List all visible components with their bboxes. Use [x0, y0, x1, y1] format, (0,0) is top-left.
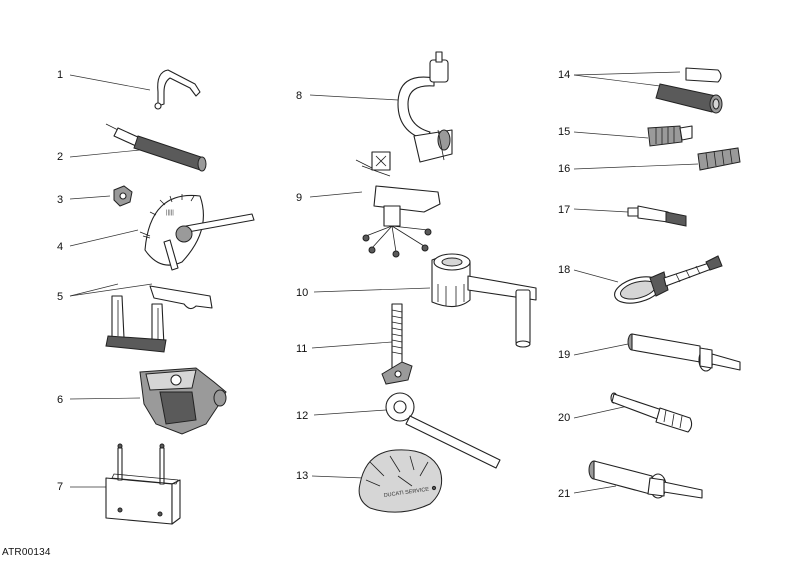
tool-14-sleeves [655, 67, 723, 114]
svg-text:7: 7 [57, 481, 63, 493]
svg-text:1: 1 [57, 69, 63, 81]
svg-text:2: 2 [57, 151, 63, 163]
callout-10: 10 [296, 287, 431, 299]
svg-text:21: 21 [558, 488, 570, 500]
tool-12-ring-spanner [385, 392, 501, 469]
callout-7: 7 [57, 481, 108, 493]
svg-text:15: 15 [558, 126, 570, 138]
callout-4: 4 [57, 229, 139, 253]
tool-21-installer [588, 460, 703, 499]
svg-text:18: 18 [558, 264, 570, 276]
svg-text:3: 3 [57, 194, 63, 206]
drawing-code: ATR00134 [2, 547, 51, 558]
callout-19: 19 [558, 343, 629, 361]
callout-8: 8 [296, 90, 399, 102]
svg-text:14: 14 [558, 69, 570, 81]
tool-5-timing-plates [105, 285, 213, 353]
callout-3: 3 [57, 194, 111, 206]
tool-19-installer [627, 333, 741, 372]
tool-11-threaded-pin [381, 303, 413, 385]
svg-text:16: 16 [558, 163, 570, 175]
callout-13: 13 [296, 470, 365, 482]
callout-16: 16 [558, 163, 699, 175]
tool-4-degree-wheel: ||||| [139, 194, 255, 271]
callout-18: 18 [558, 264, 619, 283]
tool-16-threaded-bush [697, 147, 741, 171]
tool-8-c-clamp [397, 51, 453, 163]
svg-text:12: 12 [296, 410, 308, 422]
svg-text:19: 19 [558, 349, 570, 361]
callout-5: 5 [57, 283, 153, 303]
tool-20-punch [610, 392, 693, 433]
svg-text:20: 20 [558, 412, 570, 424]
callout-11: 11 [296, 341, 393, 355]
svg-text:11: 11 [296, 343, 307, 355]
callout-21: 21 [558, 485, 617, 500]
callout-6: 6 [57, 394, 141, 406]
callout-15: 15 [558, 126, 649, 139]
svg-text:4: 4 [57, 241, 63, 253]
tool-7-fixture [105, 443, 181, 525]
tool-15-threaded-plug [647, 125, 693, 147]
svg-text:9: 9 [296, 192, 302, 204]
svg-text:10: 10 [296, 287, 308, 299]
svg-text:5: 5 [57, 291, 63, 303]
tool-18-strap-wrench [614, 255, 723, 304]
svg-text:|||||: ||||| [166, 210, 174, 216]
tool-10-flywheel-holder [431, 253, 537, 348]
callout-12: 12 [296, 409, 387, 422]
tool-1-hook-wrench [154, 69, 201, 110]
tool-17-pin [627, 205, 687, 227]
tool-9-stand [355, 151, 441, 258]
tool-3-nut [113, 185, 133, 207]
svg-text:6: 6 [57, 394, 63, 406]
svg-text:8: 8 [296, 90, 302, 102]
callout-14: 14 [558, 69, 681, 87]
callout-1: 1 [57, 69, 151, 91]
callout-9: 9 [296, 191, 363, 204]
svg-text:17: 17 [558, 204, 570, 216]
callout-20: 20 [558, 405, 629, 424]
tool-13-service-cover: DUCATI SERVICE [358, 449, 443, 513]
tool-2-drift [105, 123, 207, 172]
tool-6-housing [139, 367, 227, 435]
callout-17: 17 [558, 204, 629, 216]
svg-text:13: 13 [296, 470, 308, 482]
callout-2: 2 [57, 149, 141, 163]
